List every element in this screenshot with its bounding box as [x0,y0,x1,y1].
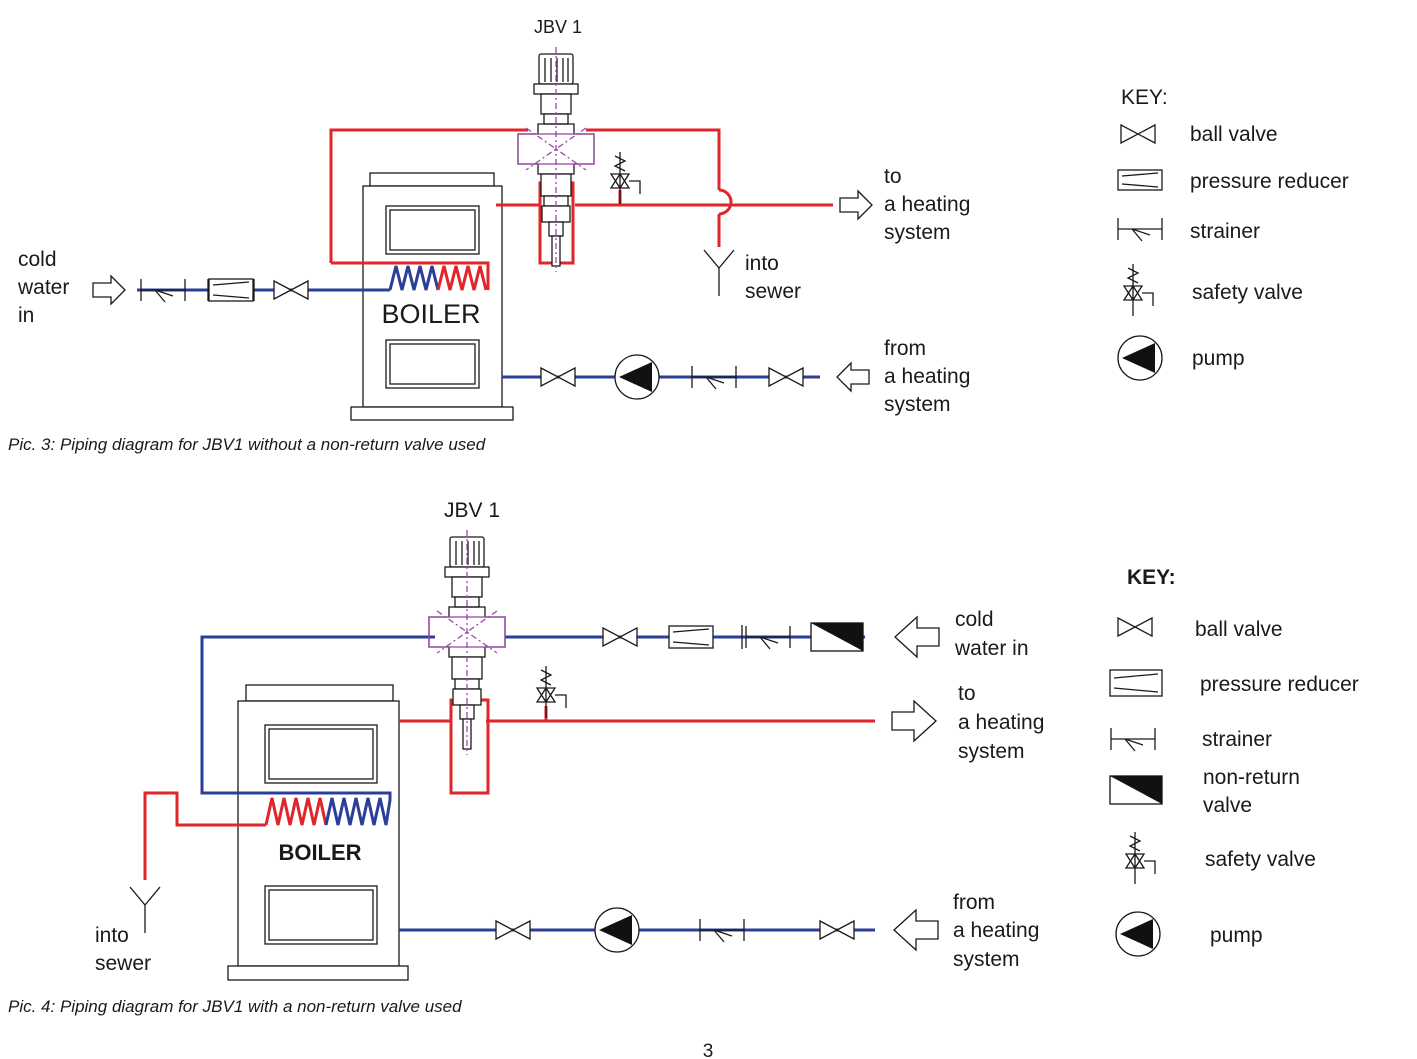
caption-pic3: Pic. 3: Piping diagram for JBV1 without … [8,435,486,454]
jbv-label: JBV 1 [534,17,582,37]
to-heating-line1: to [958,682,976,705]
into-sewer-line2: sewer [745,280,801,303]
key-title: KEY: [1127,566,1176,589]
from-heating-line3: system [884,393,951,416]
to-heating-line2: a heating [884,193,970,216]
key-pump: pump [1192,347,1245,370]
to-heating-line3: system [958,740,1025,763]
key-strainer: strainer [1202,728,1272,751]
into-sewer-line1: into [745,252,779,275]
boiler: BOILER [227,684,409,981]
to-heating-line3: system [884,221,951,244]
key-non-return-line1: non-return [1203,766,1300,789]
diagram-pic4: JBV 1 BOILER [8,499,1044,1016]
key-strainer: strainer [1190,220,1260,243]
cold-water-line3: in [18,304,34,327]
key-pressure-reducer: pressure reducer [1200,673,1359,696]
boiler-label: BOILER [278,840,361,865]
from-heating-line2: a heating [884,365,970,388]
to-heating-line2: a heating [958,711,1044,734]
boiler-label: BOILER [381,299,480,329]
page-number: 3 [703,1041,714,1059]
key-ball-valve: ball valve [1195,618,1283,641]
cold-water-line1: cold [18,248,57,271]
key-safety-valve: safety valve [1205,848,1316,871]
from-heating-line1: from [953,891,995,914]
cold-water-line2: water [17,276,69,299]
cold-water-line1: cold [955,608,994,631]
key-title: KEY: [1121,86,1168,109]
key-legend-2: KEY: ball valve pressure reducer straine… [1109,566,1359,957]
diagram-pic3: JBV 1 BOILER [8,17,970,454]
key-pressure-reducer: pressure reducer [1190,170,1349,193]
into-sewer-line1: into [95,924,129,947]
key-ball-valve: ball valve [1190,123,1278,146]
key-non-return-line2: valve [1203,794,1252,817]
cold-water-line2: water in [954,637,1029,660]
from-heating-line2: a heating [953,919,1039,942]
caption-pic4: Pic. 4: Piping diagram for JBV1 with a n… [8,997,462,1016]
into-sewer-line2: sewer [95,952,151,975]
jbv-label: JBV 1 [444,499,500,522]
key-legend-1: KEY: ball valve pressure reducer straine… [1117,86,1349,381]
key-safety-valve: safety valve [1192,281,1303,304]
key-pump: pump [1210,924,1263,947]
from-heating-line3: system [953,948,1020,971]
boiler: BOILER [350,172,514,421]
to-heating-line1: to [884,165,902,188]
from-heating-line1: from [884,337,926,360]
